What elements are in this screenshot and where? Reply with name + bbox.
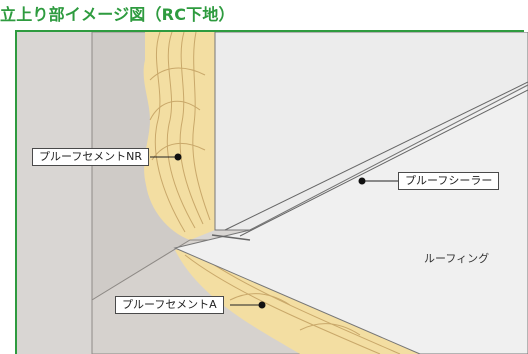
cement-nr-rings (149, 32, 211, 233)
dot-sealer (358, 177, 366, 185)
sealer-line-2 (239, 89, 528, 237)
diagram-title: 立上り部イメージ図（RC下地） (0, 5, 235, 24)
callout-proof-sealer: プルーフシーラー (398, 172, 500, 190)
callout-proof-cement-nr: プルーフセメントNR (32, 148, 149, 166)
cement-nr-layer (143, 32, 215, 240)
callout-proof-cement-a: プルーフセメントA (115, 296, 224, 314)
figure-frame (15, 30, 524, 354)
sealer-line-1 (224, 81, 528, 231)
sealer-line-3 (211, 234, 251, 241)
dot-a (258, 301, 266, 309)
dot-nr (174, 153, 182, 161)
roofing-horizontal (173, 84, 528, 354)
label-roofing: ルーフィング (424, 252, 490, 265)
